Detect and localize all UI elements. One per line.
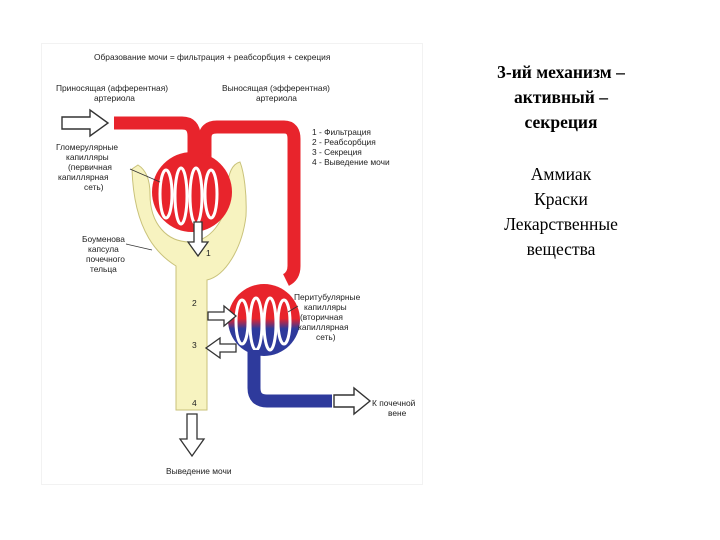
arrow-reabsorption	[207, 304, 238, 328]
mechanism-line-3: секреция	[524, 112, 598, 132]
leader-glomerular	[129, 168, 161, 183]
label-glomerular-line2: капилляры	[66, 152, 109, 162]
nephron-diagram-panel: Образование мочи = фильтрация + реабсорб…	[42, 44, 422, 484]
legend-reabsorption: 2 - Реабсорбция	[312, 137, 376, 147]
substance-dyes: Краски	[534, 189, 588, 209]
label-urine-out: Выведение мочи	[166, 466, 232, 476]
mechanism-line-1: 3-ий механизм –	[497, 62, 625, 82]
label-glomerular-line1: Гломерулярные	[56, 142, 118, 152]
label-glomerular-line5: сеть)	[84, 182, 104, 192]
label-glomerular-line3: (первичная	[68, 162, 112, 172]
glomerular-capillaries	[152, 152, 232, 232]
label-glomerular: Гломерулярные капилляры (первичная капил…	[56, 142, 118, 192]
label-capsule-line4: тельца	[90, 264, 117, 274]
label-capsule-line1: Боуменова	[82, 234, 125, 244]
diagram-title: Образование мочи = фильтрация + реабсорб…	[94, 52, 330, 62]
arrow-to-vein	[333, 386, 372, 416]
leader-capsule	[125, 243, 153, 251]
label-capsule: Боуменова капсула почечного тельца	[82, 234, 125, 274]
label-peritubular-line2: капилляры	[304, 302, 347, 312]
efferent-arteriole	[198, 120, 301, 286]
label-capsule-line3: почечного	[86, 254, 125, 264]
renal-vein-tube	[247, 350, 332, 408]
peritubular-capillaries	[228, 284, 300, 356]
arrow-number-1: 1	[206, 248, 211, 258]
tubule	[131, 161, 247, 411]
mechanism-line-2: активный –	[514, 87, 608, 107]
legend-secretion: 3 - Секреция	[312, 147, 362, 157]
substance-list: Аммиак Краски Лекарственные вещества	[472, 162, 650, 262]
arrow-number-2: 2	[192, 298, 197, 308]
label-afferent-line2: артериола	[94, 93, 135, 103]
legend-urine-excretion: 4 - Выведение мочи	[312, 157, 390, 167]
leader-peritubular	[287, 305, 299, 313]
label-efferent-line1: Выносящая (эфферентная)	[222, 83, 330, 93]
label-peritubular-line4: капиллярная	[298, 322, 349, 332]
label-vein-line1: К почечной	[372, 398, 416, 408]
arrow-urine-out	[178, 413, 206, 458]
arrow-number-3: 3	[192, 340, 197, 350]
label-peritubular-line5: сеть)	[316, 332, 336, 342]
substance-drugs: Лекарственные	[504, 214, 618, 234]
arrow-number-4: 4	[192, 398, 197, 408]
label-afferent-line1: Приносящая (афферентная)	[56, 83, 168, 93]
label-peritubular-line1: Перитубулярные	[294, 292, 361, 302]
label-capsule-line2: капсула	[88, 244, 119, 254]
label-vein-line2: вене	[388, 408, 407, 418]
label-peritubular: Перитубулярные капилляры (вторичная капи…	[294, 292, 361, 342]
afferent-arteriole	[114, 116, 201, 162]
label-peritubular-line3: (вторичная	[300, 312, 343, 322]
substance-drugs-2: вещества	[526, 239, 596, 259]
arrow-filtration	[186, 221, 210, 258]
legend: 1 - Фильтрация 2 - Реабсорбция 3 - Секре…	[312, 127, 390, 167]
substance-ammonia: Аммиак	[530, 164, 592, 184]
label-efferent-line2: артериола	[256, 93, 297, 103]
side-text-block: 3-ий механизм – активный – секреция Амми…	[472, 60, 650, 262]
arrow-blood-in	[61, 108, 110, 138]
nephron-diagram: Образование мочи = фильтрация + реабсорб…	[56, 52, 416, 476]
label-glomerular-line4: капиллярная	[58, 172, 109, 182]
legend-filtration: 1 - Фильтрация	[312, 127, 371, 137]
arrow-secretion	[204, 336, 237, 360]
